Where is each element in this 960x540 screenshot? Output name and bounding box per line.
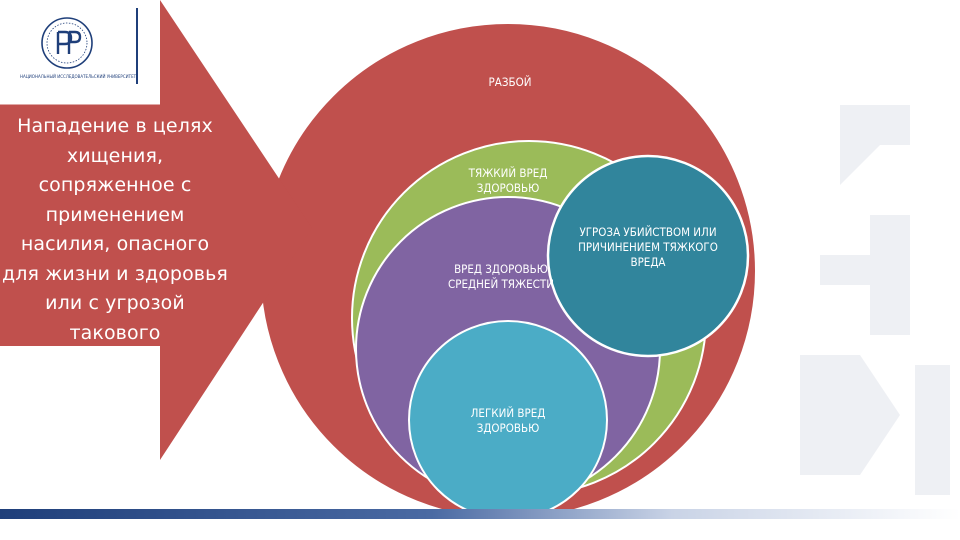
logo-subtitle: НАЦИОНАЛЬНЫЙ ИССЛЕДОВАТЕЛЬСКИЙ УНИВЕРСИТ… (19, 74, 137, 79)
callout-text: Нападение в целях хищения, сопряженное с… (2, 115, 228, 344)
callout-arrow (0, 0, 312, 460)
university-logo (41, 17, 93, 69)
legkiy-label: ЛЕГКИЙ ВРЕД ЗДОРОВЬЮ (470, 406, 546, 435)
logo-divider (136, 8, 138, 84)
sredney-label: ВРЕД ЗДОРОВЬЮ СРЕДНЕЙ ТЯЖЕСТИ (448, 262, 554, 291)
watermark-graphic (800, 105, 950, 495)
ugroza-label: УГРОЗА УБИЙСТВОМ ИЛИ ПРИЧИНЕНИЕМ ТЯЖКОГО… (578, 225, 718, 269)
bottom-bar (0, 509, 960, 519)
razboy-label: РАЗБОЙ (488, 75, 532, 89)
tyazhkiy-label: ТЯЖКИЙ ВРЕД ЗДОРОВЬЮ (468, 166, 548, 195)
ugroza-circle (546, 154, 750, 358)
